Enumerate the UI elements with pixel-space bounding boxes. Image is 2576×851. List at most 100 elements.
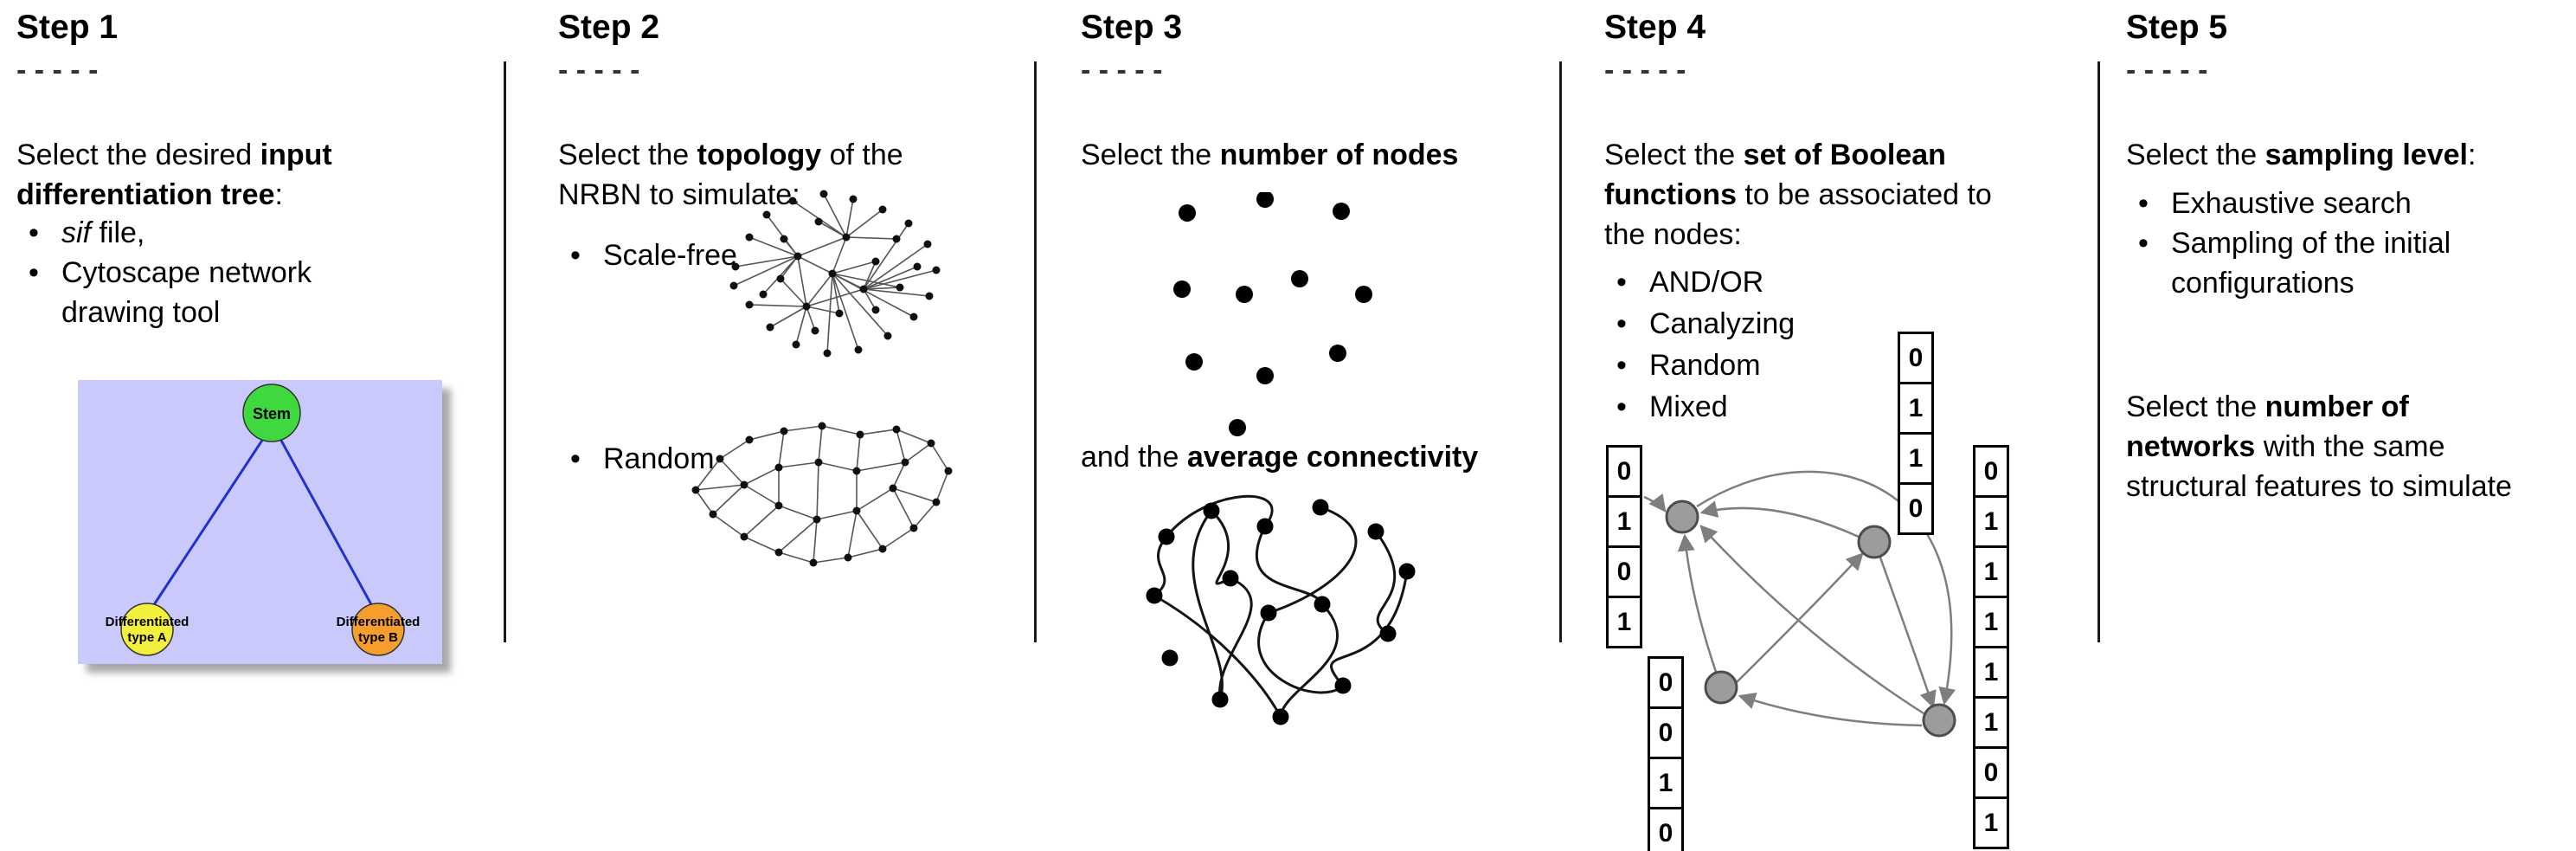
truth-table-cell: 1 [1648,757,1684,809]
network-node [1857,525,1892,559]
type-a-node [120,603,174,656]
network-edge [719,458,745,486]
network-edge [719,439,750,460]
network-node [766,323,774,332]
step3-second-text: and the average connectivity [1081,441,1479,474]
network-node [871,257,880,266]
network-edge [735,255,799,268]
network-edge [832,273,889,337]
network-node [745,233,754,242]
truth-table-cell: 1 [1973,796,2009,849]
network-edge [818,425,823,463]
network-edge [935,470,949,503]
network-node [740,532,748,541]
step4-bullet-list: • AND/OR • Canalyzing • Random • Mixed [1604,261,1968,428]
step5-column: Step 5 - - - - - Select the sampling lev… [2126,0,2576,851]
network-edge [845,236,897,240]
network-node [844,553,852,562]
network-node [859,285,868,293]
network-node [896,283,904,292]
network-edge [778,505,818,520]
network-edge [743,536,780,553]
scale-free-network-figure [729,190,941,358]
step2-bullet-scalefree: • Scale-free [558,235,904,275]
network-node [1146,587,1163,604]
network-node [793,252,802,261]
bullet-icon: • [1616,266,1627,299]
network-node [813,515,821,524]
network-edge [778,461,819,468]
network-node [1398,563,1416,580]
network-node [740,480,748,489]
network-edge [892,461,906,489]
step1-column: Step 1 - - - - - Select the desired inpu… [16,0,501,851]
network-edge [896,429,932,444]
bullet-icon: • [570,442,581,475]
network-edge [695,489,714,515]
network-edge [863,266,918,290]
network-edge [863,222,909,290]
network-edge [1738,692,1923,727]
step2-dashes: - - - - - [558,54,640,87]
network-edge [1210,509,1231,585]
network-edge [743,505,780,538]
type-b-label-line1: Differentiated [337,615,421,629]
network-node [883,332,892,340]
bullet-text: Exhaustive search [2171,187,2412,220]
step5-dashes: - - - - - [2126,54,2208,87]
network-node [1922,703,1956,738]
list-item: • Canalyzing [1604,303,1968,345]
step5-title: Step 5 [2126,9,2228,46]
network-node [1379,625,1397,642]
list-item: • sif file, [16,213,501,253]
network-edge [856,461,906,472]
network-edge [748,304,807,307]
list-item: • Random [558,439,904,479]
random-network-figure [691,422,953,567]
network-edge [892,487,937,503]
truth-table-cell: 0 [1973,746,2009,799]
stem-node [242,384,301,442]
network-node [1229,419,1246,436]
network-node [716,455,724,463]
truth-table-cell: 0 [1898,332,1934,384]
bullet-text: Random [1649,349,1761,382]
node-scatter-figure [1173,192,1372,436]
network-node [774,463,783,472]
boolean-network-figure [1643,470,1956,738]
step1-dashes: - - - - - [16,54,99,87]
network-node [818,422,826,430]
bullet-text: Scale-free [603,239,737,272]
network-node [762,210,771,219]
network-edge [863,288,877,311]
network-node [1329,345,1346,362]
network-node [909,313,918,321]
type-b-node [351,603,405,656]
bullet-icon: • [2138,227,2149,260]
truth-table-cell: 1 [1973,596,2009,648]
network-edge [1279,603,1339,718]
step3-title: Step 3 [1081,9,1183,46]
network-edge [1677,533,1718,673]
network-node [729,281,738,290]
list-item: • AND/OR [1604,261,1968,303]
network-edge [845,198,854,238]
network-edge [780,278,807,307]
tree-edge-stem-typeb [279,438,374,607]
network-edge [863,261,877,290]
network-edge [882,527,915,550]
network-node [1203,502,1220,519]
network-edge [1153,536,1168,597]
network-node [809,558,818,567]
network-node [1665,500,1699,534]
network-edge [712,513,745,538]
network-node [1260,604,1277,622]
network-edge [904,442,932,463]
network-edge [892,487,915,529]
network-node [901,458,909,467]
